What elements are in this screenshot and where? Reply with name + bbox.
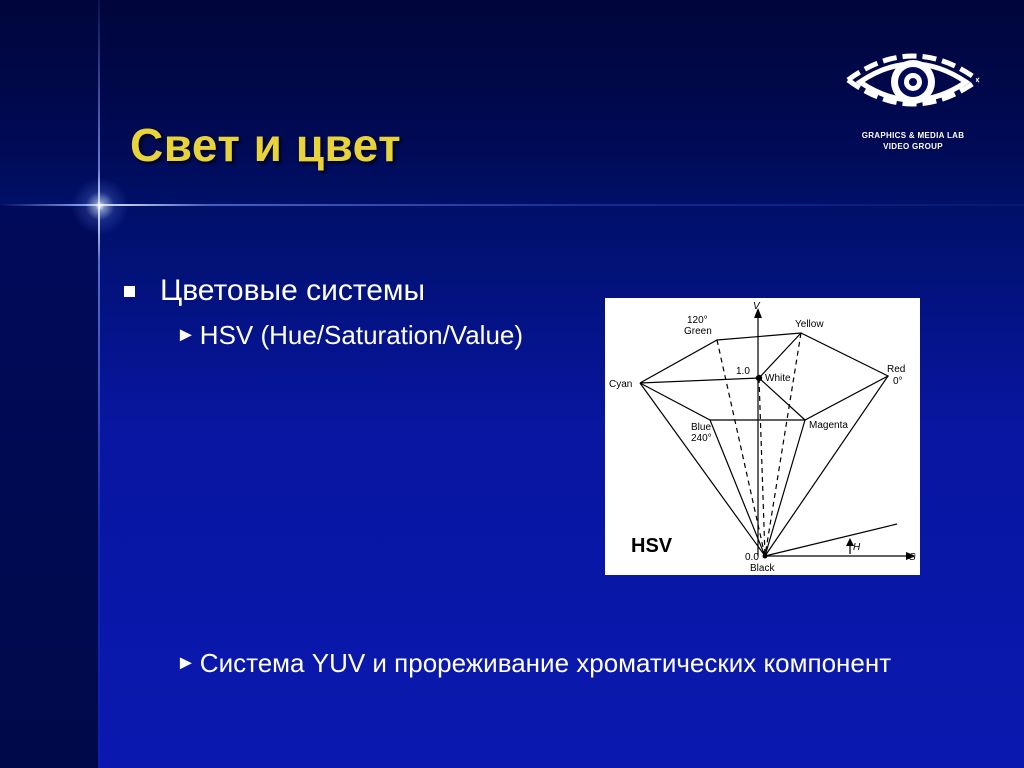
bullet-main-text: Цветовые системы: [160, 274, 426, 307]
green-deg-label: 120°: [687, 315, 708, 326]
bullet-main: Цветовые системы: [124, 274, 425, 308]
axis-s-label: S: [909, 552, 916, 563]
bullet-sub-hsv: ► HSV (Hue/Saturation/Value): [176, 320, 523, 351]
blue-label: Blue: [691, 422, 711, 433]
yellow-label: Yellow: [795, 319, 824, 330]
value-zero-label: 0.0: [745, 552, 759, 563]
bullet-sub-hsv-text: HSV (Hue/Saturation/Value): [199, 320, 524, 350]
triangle-right-icon: ►: [176, 324, 196, 346]
red-label: Red: [887, 364, 905, 375]
triangle-right-icon: ►: [176, 652, 196, 674]
header-band: [0, 0, 1024, 205]
blue-deg-label: 240°: [691, 433, 712, 444]
square-bullet-icon: [124, 285, 135, 297]
left-band: [0, 205, 98, 768]
magenta-label: Magenta: [809, 420, 848, 431]
hsv-title-label: HSV: [631, 535, 673, 557]
axis-v-label: V: [753, 301, 761, 312]
hsv-diagram: V S H 120° Green Yellow Red 0° Cyan 1.0 …: [605, 298, 920, 575]
cyan-label: Cyan: [609, 379, 632, 390]
axis-h-label: H: [853, 542, 861, 553]
bullet-sub-yuv: ► Система YUV и прореживание хроматическ…: [176, 648, 891, 679]
bullet-sub-yuv-text: Система YUV и прореживание хроматических…: [199, 648, 892, 678]
logo-caption-line2: VIDEO GROUP: [883, 142, 943, 151]
light-flare: [71, 177, 129, 235]
red-deg-label: 0°: [893, 376, 903, 387]
slide-title: Свет и цвет: [130, 119, 402, 171]
horizontal-rule: [0, 204, 1024, 206]
value-one-label: 1.0: [736, 366, 750, 377]
white-label: White: [765, 373, 791, 384]
eye-logo-icon: [846, 53, 980, 107]
black-label: Black: [750, 563, 775, 574]
green-label: Green: [684, 326, 712, 337]
logo-caption-line1: GRAPHICS & MEDIA LAB: [861, 131, 965, 140]
vertical-rule: [98, 0, 100, 768]
logo-caption: GRAPHICS & MEDIA LAB VIDEO GROUP: [838, 130, 988, 152]
